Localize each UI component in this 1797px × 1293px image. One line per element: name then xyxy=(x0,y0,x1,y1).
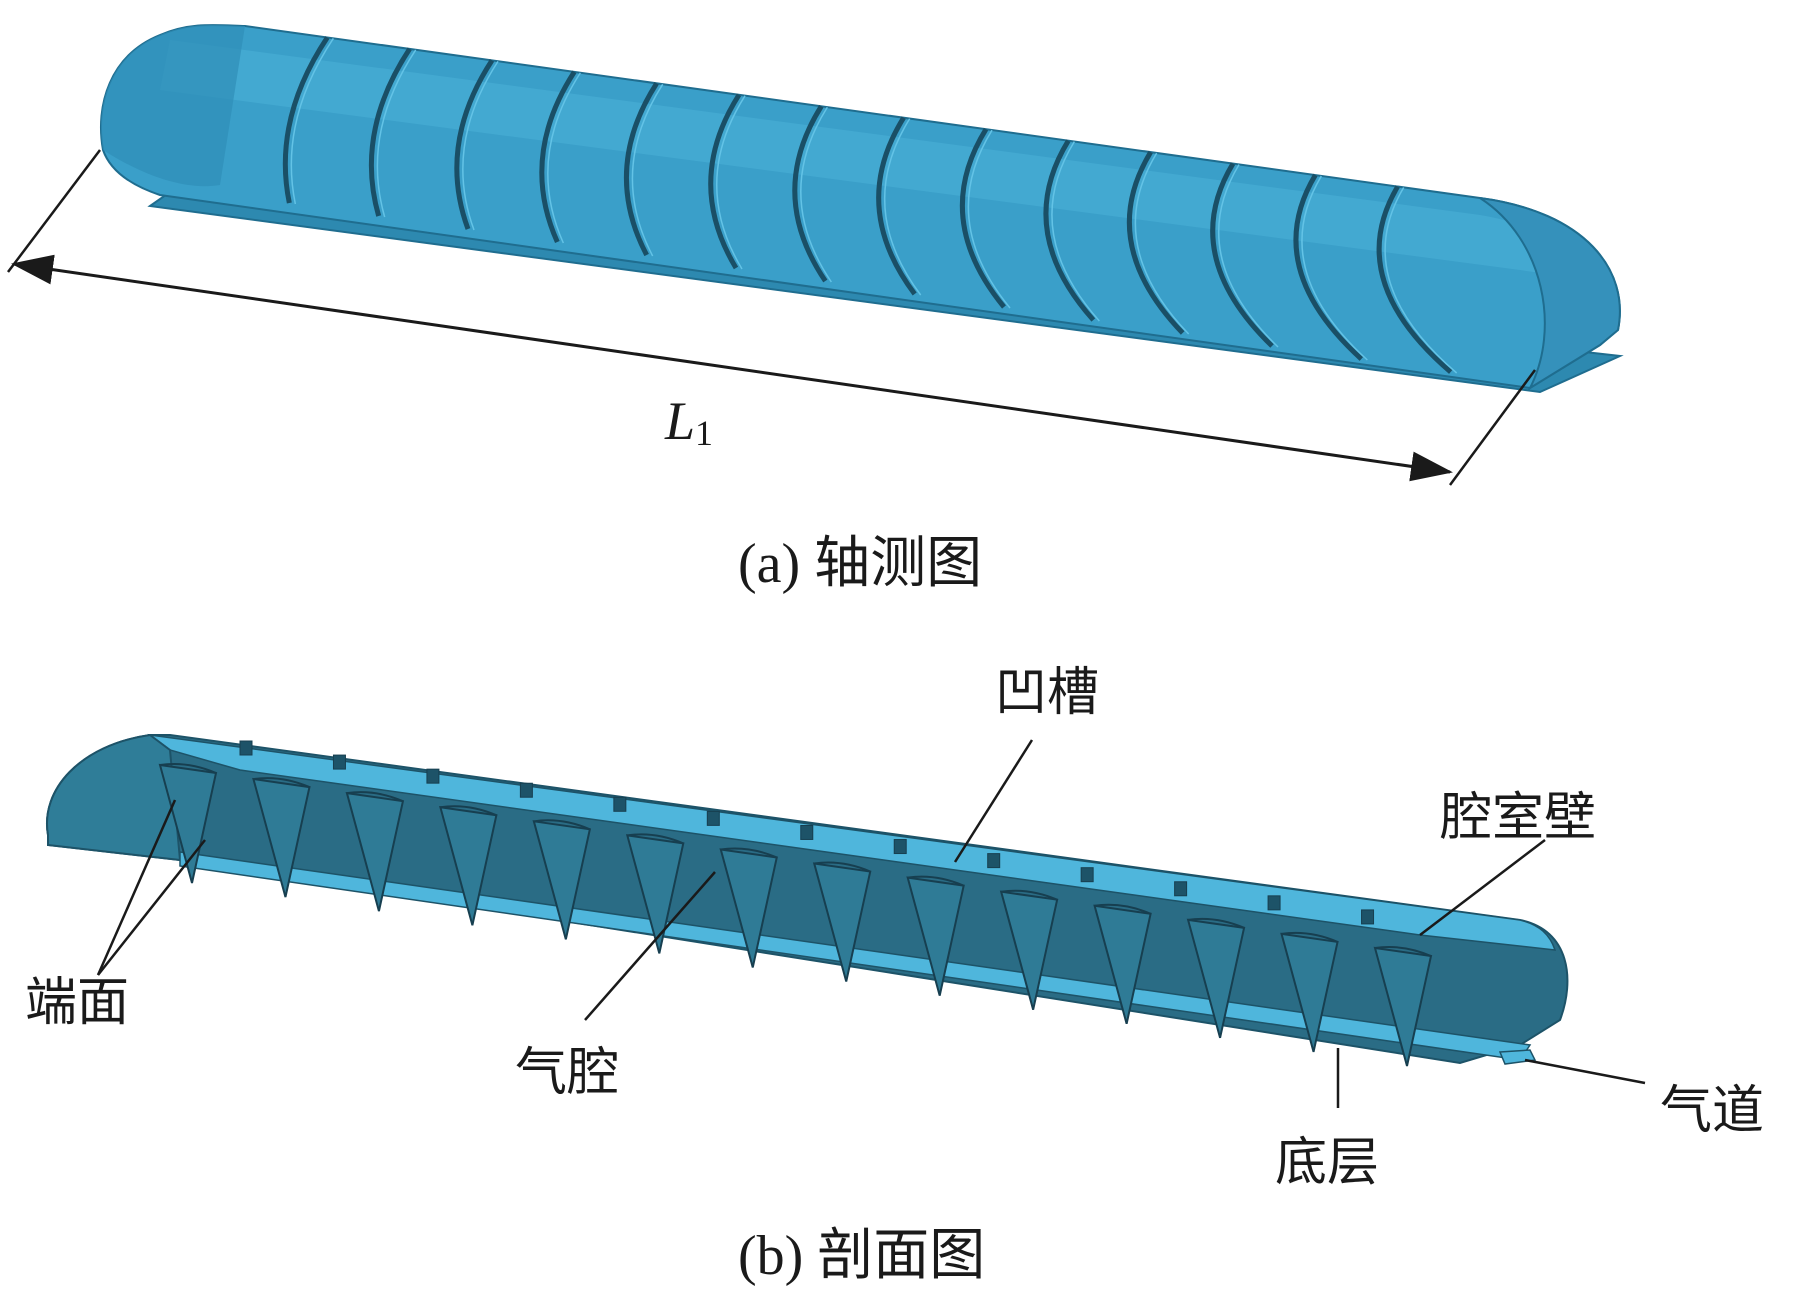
section-groove xyxy=(426,768,440,784)
air-cavity xyxy=(1093,904,1152,1025)
cavity-arc xyxy=(346,791,404,803)
cavity-arc xyxy=(1001,889,1058,901)
section-groove xyxy=(1361,909,1375,925)
section-groove xyxy=(1174,881,1188,897)
section-groove xyxy=(1080,867,1094,883)
section-groove xyxy=(519,782,533,798)
section-grooves xyxy=(239,740,1375,925)
section-groove xyxy=(800,824,814,840)
cavity-arc xyxy=(1187,917,1245,929)
isometric-groove xyxy=(539,70,577,244)
air-cavity xyxy=(999,890,1059,1010)
section-groove xyxy=(987,853,1001,869)
isometric-groove xyxy=(454,59,495,230)
cavity-arc xyxy=(627,833,684,845)
isometric-groove-edge xyxy=(462,60,499,231)
label-bottom-layer: 底层 xyxy=(1275,1133,1380,1193)
isometric-groove xyxy=(708,93,742,270)
section-groove xyxy=(239,740,253,756)
dimension-arrow xyxy=(11,254,1453,482)
extension-line-right xyxy=(1448,369,1537,486)
cavity-arc xyxy=(440,805,497,817)
section-groove xyxy=(1267,895,1281,911)
air-cavity xyxy=(439,806,498,926)
leader-end-face-1 xyxy=(96,799,177,976)
dimension-subscript: 1 xyxy=(695,413,714,453)
isometric-groove-edge xyxy=(290,38,334,205)
cavity-arc xyxy=(1374,946,1432,957)
air-cavity xyxy=(345,791,405,912)
dimension-l1 xyxy=(7,149,1537,486)
cavity-arc xyxy=(533,819,591,831)
isometric-groove xyxy=(368,47,412,217)
isometric-groove-edge xyxy=(631,83,664,257)
cavity-arc xyxy=(1094,903,1152,915)
leader-chamber-wall xyxy=(1419,839,1546,936)
air-cavity xyxy=(1186,918,1246,1039)
isometric-groove xyxy=(623,81,659,257)
air-cavity xyxy=(625,834,685,954)
isometric-view xyxy=(99,23,1624,394)
cavity-arc xyxy=(907,875,965,887)
cavity-arc xyxy=(720,847,778,859)
isometric-top-highlight xyxy=(160,40,1590,280)
leader-air-channel xyxy=(1524,1058,1646,1085)
dimension-label: L1 xyxy=(665,390,713,454)
section-end-face xyxy=(46,733,182,862)
section-groove xyxy=(893,839,907,855)
section-groove xyxy=(706,810,720,826)
leader-groove xyxy=(953,739,1034,863)
isometric-groove-edge xyxy=(376,49,417,218)
air-cavity xyxy=(1280,932,1339,1053)
caption-b: (b) 剖面图 xyxy=(738,1225,986,1287)
isometric-groove-edge xyxy=(547,72,581,244)
caption-a: (a) 轴测图 xyxy=(738,533,983,595)
section-cavities xyxy=(158,763,1433,1067)
label-air-channel: 气道 xyxy=(1660,1081,1765,1141)
isometric-groove xyxy=(282,36,330,204)
leader-lines xyxy=(96,739,1646,1108)
isometric-rounded-end xyxy=(100,24,245,187)
cavity-arc xyxy=(159,763,217,774)
air-cavity xyxy=(719,848,778,968)
label-end-face: 端面 xyxy=(25,973,130,1033)
cavity-arc xyxy=(814,861,871,873)
air-cavity xyxy=(158,763,218,884)
air-cavity xyxy=(1373,946,1433,1067)
cavity-arc xyxy=(1281,931,1338,943)
label-groove: 凹槽 xyxy=(995,663,1100,723)
isometric-groove-edge xyxy=(716,95,746,270)
dimension-symbol: L xyxy=(665,391,696,451)
section-view xyxy=(46,733,1569,1067)
label-air-cavity: 气腔 xyxy=(515,1043,620,1103)
air-cavity xyxy=(532,820,592,940)
isometric-end-face xyxy=(1479,197,1621,391)
leader-end-face-2 xyxy=(97,839,206,976)
section-groove xyxy=(332,754,346,770)
air-cavity xyxy=(906,876,965,996)
cavity-arc xyxy=(253,777,310,788)
air-cavity xyxy=(252,777,311,898)
section-groove xyxy=(613,796,627,812)
air-cavity xyxy=(812,862,872,982)
section-top-band xyxy=(147,733,1557,951)
extension-line-left xyxy=(7,149,101,273)
label-chamber-wall: 腔室壁 xyxy=(1440,788,1597,848)
leader-air-cavity xyxy=(584,871,716,1021)
